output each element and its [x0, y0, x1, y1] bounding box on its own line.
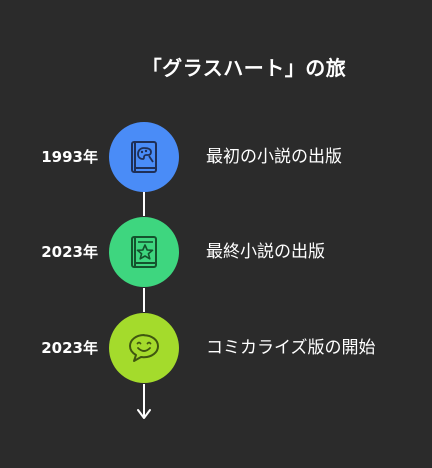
- milestone-event: 最終小説の出版: [206, 242, 325, 262]
- book-star-icon: [131, 236, 157, 268]
- milestone-event: コミカライズ版の開始: [206, 338, 376, 358]
- speech-bubble-smile-icon: [129, 334, 159, 362]
- timeline-connector: [143, 288, 145, 312]
- milestone-year: 1993年: [41, 148, 98, 166]
- timeline-connector: [143, 192, 145, 216]
- milestone-node: [109, 217, 179, 287]
- milestone-event: 最初の小説の出版: [206, 147, 342, 167]
- book-palette-icon: [131, 141, 157, 173]
- milestone-node: [109, 122, 179, 192]
- milestone-year: 2023年: [41, 243, 98, 261]
- arrow-down-icon: [137, 409, 151, 419]
- diagram-title: 「グラスハート」の旅: [141, 56, 347, 80]
- timeline-connector: [143, 384, 145, 416]
- milestone-node: [109, 313, 179, 383]
- milestone-year: 2023年: [41, 339, 98, 357]
